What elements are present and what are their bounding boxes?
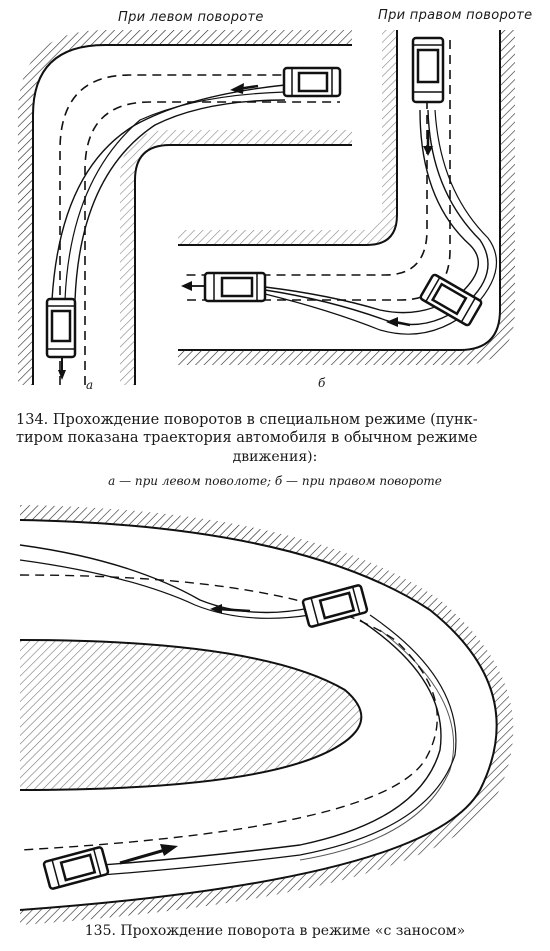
- skid-turn-arrowhead: [210, 604, 222, 614]
- skid-turn-outer-curb: [19, 519, 498, 911]
- car-icon: [282, 66, 342, 98]
- right-turn-dashed-path: [185, 40, 451, 301]
- marker-b: б: [318, 376, 326, 390]
- skid-turn-arrowhead: [160, 844, 178, 856]
- figure-134-caption-line: движения):: [232, 449, 318, 465]
- left-turn-special-path: [64, 91, 286, 301]
- marker-a: а: [86, 378, 94, 392]
- car-icon: [42, 846, 110, 890]
- left-turn-arrowhead: [230, 83, 244, 94]
- skid-turn-special-path: [59, 614, 457, 879]
- car-icon: [45, 297, 77, 359]
- car-icon: [419, 273, 483, 327]
- car-icon: [203, 271, 267, 303]
- right-turn-road: [178, 30, 515, 365]
- left-turn-arrowhead: [58, 370, 66, 380]
- left-turn-inner-shoulder: [120, 130, 352, 385]
- skid-turn-inner-curb: [19, 639, 363, 791]
- figure-135-caption: 135. Прохождение поворота в режиме «с за…: [84, 923, 466, 939]
- left-turn-dashed-path: [84, 101, 340, 385]
- left-turn-dashed-path: [59, 74, 340, 385]
- right-turn-label: При правом повороте: [378, 8, 533, 23]
- right-turn-arrowhead: [386, 317, 398, 327]
- right-turn-outer-curb: [178, 30, 501, 351]
- right-turn-arrowhead: [423, 146, 433, 156]
- car-icon: [301, 584, 369, 628]
- figure-134-caption-line: тиром показана траектория автомобиля в о…: [16, 430, 478, 446]
- figure-134-caption-line: 134. Прохождение поворотов в специальном…: [16, 412, 478, 428]
- left-turn-label: При левом повороте: [118, 10, 264, 25]
- skid-turn-road: [19, 505, 514, 925]
- left-turn-outer-curb: [32, 44, 352, 385]
- skid-turn-dashed-path: [19, 574, 438, 851]
- skid-turn-special-path: [59, 619, 442, 869]
- skid-turn-special-path: [19, 544, 311, 614]
- figure-134-subcaption: а — при левом поволоте; б — при правом п…: [108, 474, 442, 488]
- car-icon: [411, 36, 445, 104]
- skid-turn-special-path: [299, 629, 455, 861]
- skid-turn-arrow: [119, 848, 166, 865]
- skid-turn-special-path: [19, 559, 311, 619]
- left-turn-special-path: [74, 99, 286, 301]
- skid-turn-inner-island: [20, 640, 362, 790]
- right-turn-dashed-path: [185, 40, 428, 276]
- left-turn-road: [18, 30, 352, 385]
- skid-turn-arrow: [217, 607, 251, 613]
- right-turn-arrowhead: [181, 281, 192, 291]
